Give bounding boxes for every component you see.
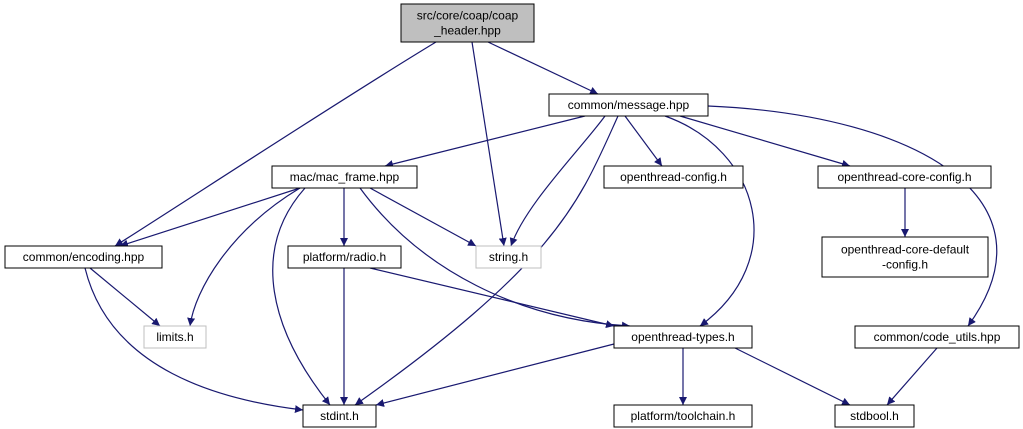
edge-message-to-string-h <box>509 115 606 247</box>
node-label: common/encoding.hpp <box>23 250 145 264</box>
node-openthread-config[interactable]: openthread-config.h <box>603 165 744 189</box>
node-box <box>613 325 753 349</box>
node-encoding[interactable]: common/encoding.hpp <box>4 245 163 269</box>
node-label: string.h <box>489 250 528 264</box>
node-box <box>821 236 989 278</box>
node-radio[interactable]: platform/radio.h <box>287 245 402 269</box>
edge-code-utils-to-stdbool-h <box>886 347 938 406</box>
edge-message-to-openthread-config <box>624 115 663 167</box>
node-label: mac/mac_frame.hpp <box>290 170 400 184</box>
node-stdint-h[interactable]: stdint.h <box>302 404 377 428</box>
node-mac-frame[interactable]: mac/mac_frame.hpp <box>271 165 418 189</box>
node-box <box>834 404 915 428</box>
node-label: platform/toolchain.h <box>631 409 736 423</box>
node-box <box>400 3 535 43</box>
node-label: stdbool.h <box>850 409 899 423</box>
edge-openthread-types-to-stdint-h <box>375 343 615 407</box>
edge-message-to-stdint-h <box>354 115 619 406</box>
node-label: openthread-core-default <box>841 243 970 257</box>
node-label: src/core/coap/coap <box>417 9 519 23</box>
node-label: platform/radio.h <box>303 250 386 264</box>
edge-message-to-openthread-core-config <box>679 115 851 168</box>
node-box <box>302 404 377 428</box>
node-label: stdint.h <box>320 409 359 423</box>
node-box <box>548 93 709 117</box>
node-box <box>817 165 992 189</box>
node-message[interactable]: common/message.hpp <box>548 93 709 117</box>
edge-mac-frame-to-openthread-types <box>359 187 631 330</box>
edge-radio-to-openthread-types <box>369 267 615 329</box>
node-box <box>475 245 542 269</box>
edge-encoding-to-limits-h <box>89 267 161 327</box>
node-stdbool-h[interactable]: stdbool.h <box>834 404 915 428</box>
edge-message-to-openthread-types <box>664 115 755 327</box>
node-label: _header.hpp <box>433 24 501 38</box>
node-limits-h: limits.h <box>143 325 207 349</box>
node-box <box>271 165 418 189</box>
node-label: limits.h <box>156 330 193 344</box>
node-toolchain[interactable]: platform/toolchain.h <box>613 404 753 428</box>
nodes-layer: src/core/coap/coap_header.hpp common/mess… <box>4 3 1020 428</box>
node-label: openthread-types.h <box>631 330 734 344</box>
node-box <box>143 325 207 349</box>
edge-encoding-to-stdint-h <box>84 267 304 414</box>
node-label: common/message.hpp <box>568 98 690 112</box>
node-coap-header[interactable]: src/core/coap/coap_header.hpp <box>400 3 535 43</box>
node-code-utils[interactable]: common/code_utils.hpp <box>854 325 1020 349</box>
node-label: -config.h <box>882 258 928 272</box>
edge-mac-frame-to-stdint-h <box>272 187 331 406</box>
node-box <box>854 325 1020 349</box>
edge-mac-frame-to-encoding <box>119 187 301 248</box>
edge-coap-header-to-message <box>487 41 599 95</box>
node-label: openthread-config.h <box>620 170 727 184</box>
node-box <box>287 245 402 269</box>
edge-openthread-types-to-stdbool-h <box>734 347 851 406</box>
edge-message-to-code-utils <box>707 105 998 327</box>
node-box <box>613 404 753 428</box>
edge-mac-frame-to-string-h <box>369 187 477 247</box>
edges-layer <box>84 41 998 414</box>
node-core-default-config[interactable]: openthread-core-default-config.h <box>821 236 989 278</box>
edge-coap-header-to-string-h <box>471 41 507 247</box>
edge-message-to-mac-frame <box>384 115 586 168</box>
node-label: common/code_utils.hpp <box>874 330 1001 344</box>
node-string-h: string.h <box>475 245 542 269</box>
node-box <box>603 165 744 189</box>
node-openthread-types[interactable]: openthread-types.h <box>613 325 753 349</box>
edge-coap-header-to-encoding <box>114 41 437 247</box>
node-openthread-core-config[interactable]: openthread-core-config.h <box>817 165 992 189</box>
edge-mac-frame-to-limits-h <box>187 187 301 327</box>
node-label: openthread-core-config.h <box>837 170 971 184</box>
node-box <box>4 245 163 269</box>
